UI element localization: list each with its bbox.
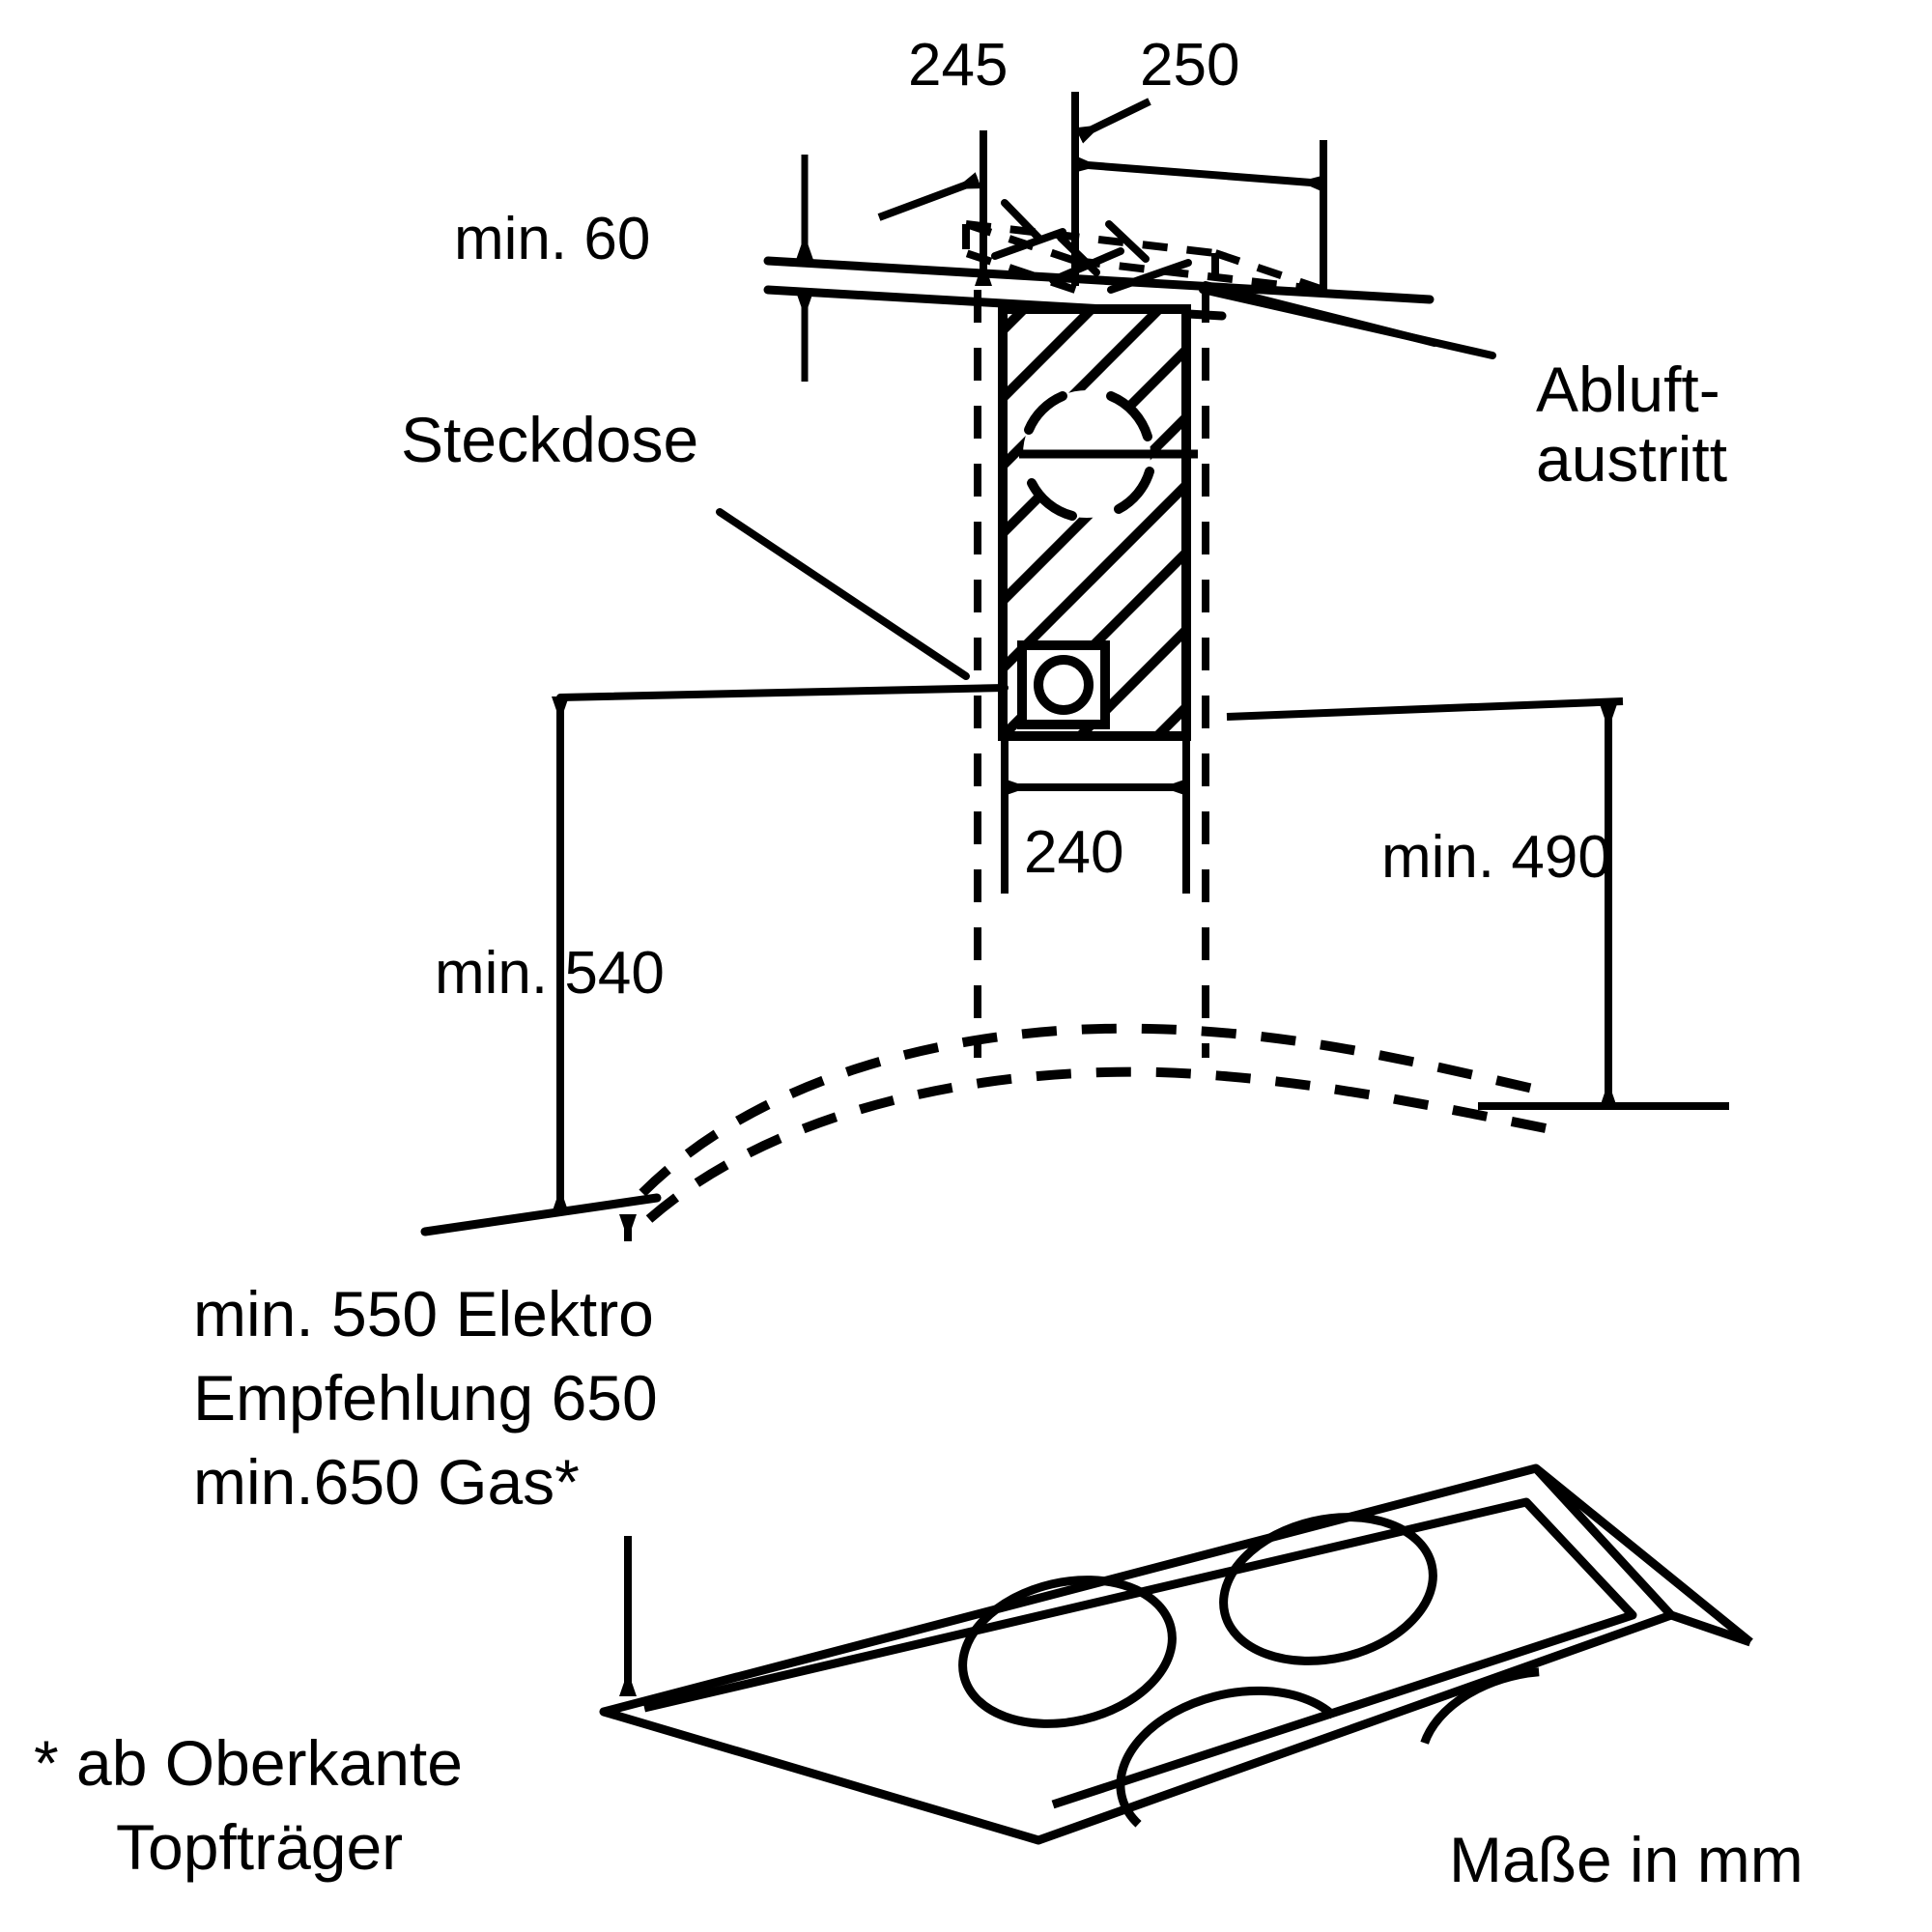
label-245: 245	[908, 32, 1009, 99]
steckdose-leader	[556, 508, 1009, 701]
chimney-body	[998, 304, 1198, 741]
hood-front-edge	[420, 1193, 662, 1236]
dim-245	[877, 130, 992, 286]
burner-front-right-partial	[1116, 1686, 1337, 1828]
label-footnote-line2: Topfträger	[116, 1811, 404, 1883]
min490-dimension	[1226, 697, 1729, 1110]
outlet-detail-dashes	[991, 199, 1192, 294]
label-height-line2: Empfehlung 650	[193, 1362, 658, 1434]
label-height-line3: min.650 Gas*	[193, 1446, 580, 1518]
chimney-centerlines	[974, 290, 1209, 1058]
burner-front-left	[958, 1576, 1177, 1728]
hood-canopy-dashed	[639, 1023, 1548, 1223]
label-abluft-line2: austritt	[1536, 423, 1728, 495]
burner-back-partial	[1420, 1667, 1540, 1745]
duct-opening-outline	[1024, 391, 1154, 521]
label-min-490: min. 490	[1381, 824, 1611, 891]
label-footnote-line1: * ab Oberkante	[34, 1727, 463, 1799]
label-steckdose: Steckdose	[401, 404, 699, 475]
label-min-540: min. 540	[435, 940, 665, 1007]
label-height-line1: min. 550 Elektro	[193, 1278, 654, 1350]
dim-240	[1001, 739, 1190, 894]
dim-250	[1071, 92, 1327, 290]
socket-box	[1017, 640, 1110, 729]
label-min-60: min. 60	[454, 206, 651, 272]
label-abluft-line1: Abluft-	[1536, 354, 1720, 425]
label-240: 240	[1024, 819, 1124, 886]
cooktop	[599, 1463, 1753, 1845]
cooktop-burners	[958, 1513, 1540, 1828]
burner-back-right	[1219, 1513, 1437, 1665]
abluft-outlet-dashed-box	[962, 220, 1325, 294]
label-masse-in-mm: Maße in mm	[1449, 1824, 1804, 1895]
label-250: 250	[1140, 32, 1240, 99]
abluft-leader-lines	[1199, 281, 1496, 359]
